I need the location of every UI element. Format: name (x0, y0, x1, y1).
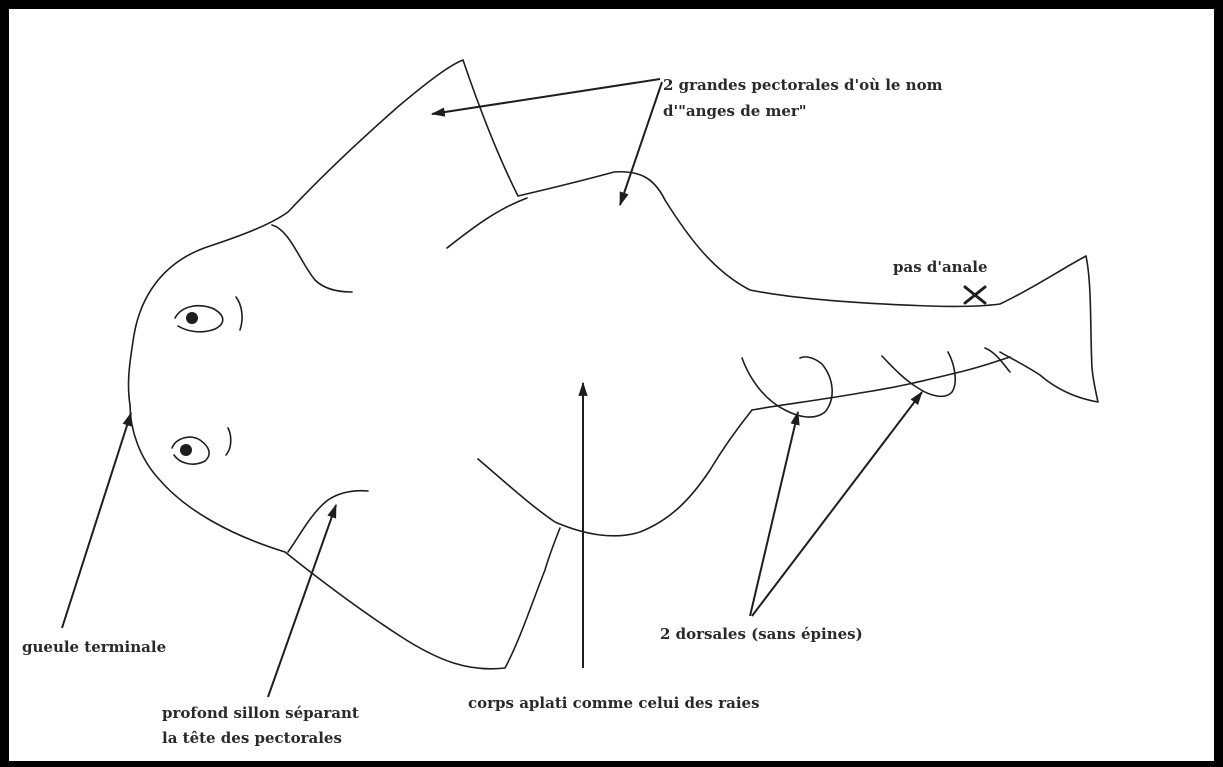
tail-lower-edge (752, 357, 1010, 410)
eye-upper-spiracle (236, 297, 242, 330)
upper-pectoral-edge (447, 198, 527, 248)
body-outline-upper (129, 60, 1098, 405)
label-body: corps aplati comme celui des raies (468, 693, 760, 713)
label-mouth: gueule terminale (22, 637, 166, 657)
upper-groove (272, 225, 352, 292)
arrow-upper-pectoral (432, 79, 660, 114)
lower-pectoral-edge (478, 410, 752, 536)
tail-membrane (985, 348, 1010, 372)
arrow-dorsal-2 (752, 392, 922, 616)
dorsal-fin-2 (882, 352, 955, 396)
label-pectorals-line2: d'"anges de mer" (663, 101, 807, 121)
pupil-upper (186, 312, 198, 324)
pupil-lower (180, 444, 192, 456)
eye-upper (175, 306, 223, 332)
label-groove-line2: la tête des pectorales (162, 728, 342, 748)
label-groove-line1: profond sillon séparant (162, 703, 359, 723)
label-pectorals-line1: 2 grandes pectorales d'où le nom (663, 75, 942, 95)
lower-groove (288, 491, 368, 552)
label-dorsals: 2 dorsales (sans épines) (660, 624, 863, 644)
arrow-groove (268, 505, 336, 697)
arrow-mouth (62, 413, 131, 628)
body-outline-lower (130, 405, 560, 669)
dorsal-fin-1 (742, 357, 832, 417)
label-anal: pas d'anale (893, 257, 988, 277)
eye-lower-spiracle (226, 428, 231, 455)
